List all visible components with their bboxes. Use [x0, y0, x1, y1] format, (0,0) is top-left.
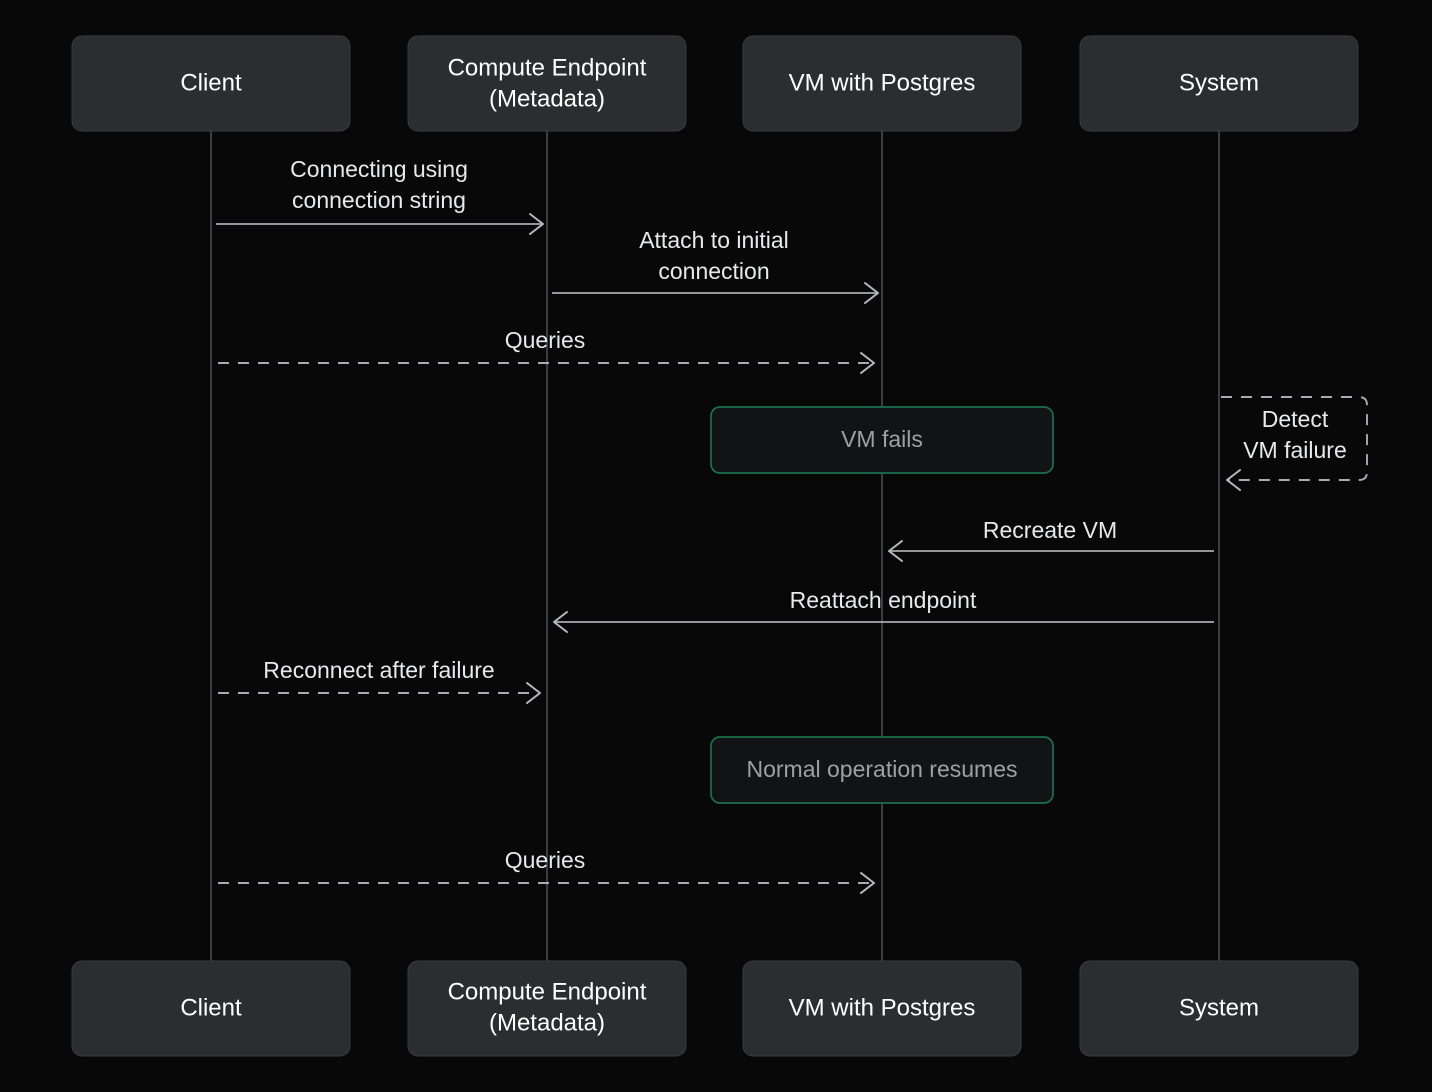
message-label-m3: Queries — [505, 327, 586, 353]
lifelines — [210, 128, 1220, 963]
actor-footer-system[interactable]: System — [1079, 960, 1359, 1057]
message-queries-first[interactable]: Queries — [218, 327, 875, 374]
actor-label-compute-endpoint-line1: Compute Endpoint — [448, 54, 647, 81]
actor-footer-compute-endpoint[interactable]: Compute Endpoint (Metadata) — [407, 960, 687, 1057]
note-label-vm-fails: VM fails — [841, 426, 923, 452]
message-label-m2-line1: Attach to initial — [639, 227, 789, 253]
actor-box-compute-endpoint-bottom[interactable] — [407, 960, 687, 1057]
actor-label-system: System — [1179, 69, 1259, 96]
self-message-detect-vm-failure[interactable]: Detect VM failure — [1221, 396, 1368, 491]
actor-header-client[interactable]: Client — [71, 35, 351, 132]
arrow-head-right-icon — [864, 282, 879, 304]
note-box-vm-fails — [710, 406, 1054, 474]
arrow-head-left-icon — [1226, 469, 1241, 491]
message-label-m5: Reattach endpoint — [790, 587, 977, 613]
message-label-m1-line1: Connecting using — [290, 156, 468, 182]
self-message-line-s1 — [1221, 396, 1368, 481]
actor-label-compute-endpoint-bottom-line2: (Metadata) — [489, 1009, 605, 1036]
note-normal-operation-resumes: Normal operation resumes — [710, 736, 1054, 804]
note-box-normal-operation-resumes — [710, 736, 1054, 804]
arrow-head-right-icon — [860, 872, 875, 894]
message-reattach-endpoint[interactable]: Reattach endpoint — [553, 587, 1214, 633]
message-connecting-using-connection-string[interactable]: Connecting using connection string — [216, 156, 544, 235]
actor-footer-vm-postgres[interactable]: VM with Postgres — [742, 960, 1022, 1057]
message-label-m1-line2: connection string — [292, 187, 466, 213]
actor-header-system[interactable]: System — [1079, 35, 1359, 132]
actor-footer-client[interactable]: Client — [71, 960, 351, 1057]
actor-box-vm-postgres-bottom[interactable] — [742, 960, 1022, 1057]
actor-label-client: Client — [180, 69, 242, 96]
self-message-label-s1-line1: Detect — [1262, 406, 1329, 432]
message-queries-second[interactable]: Queries — [218, 847, 875, 894]
actor-label-compute-endpoint-bottom-line1: Compute Endpoint — [448, 978, 647, 1005]
message-label-m6: Reconnect after failure — [263, 657, 494, 683]
arrow-head-right-icon — [529, 213, 544, 235]
arrow-head-left-icon — [888, 540, 903, 562]
actor-box-client[interactable] — [71, 35, 351, 132]
message-attach-to-initial-connection[interactable]: Attach to initial connection — [552, 227, 879, 304]
actor-label-vm-postgres: VM with Postgres — [789, 69, 976, 96]
arrow-head-right-icon — [860, 352, 875, 374]
actor-box-compute-endpoint[interactable] — [407, 35, 687, 132]
actor-box-system[interactable] — [1079, 35, 1359, 132]
arrow-head-left-icon — [553, 611, 568, 633]
self-message-label-s1-line2: VM failure — [1243, 437, 1347, 463]
actor-box-vm-postgres[interactable] — [742, 35, 1022, 132]
message-recreate-vm[interactable]: Recreate VM — [888, 517, 1214, 562]
actor-header-compute-endpoint[interactable]: Compute Endpoint (Metadata) — [407, 35, 687, 132]
message-label-m7: Queries — [505, 847, 586, 873]
note-label-normal-operation-resumes: Normal operation resumes — [746, 756, 1017, 782]
message-label-m2-line2: connection — [658, 258, 769, 284]
message-label-m4: Recreate VM — [983, 517, 1117, 543]
actor-label-vm-postgres-bottom: VM with Postgres — [789, 994, 976, 1021]
actor-label-system-bottom: System — [1179, 994, 1259, 1021]
actor-label-compute-endpoint-line2: (Metadata) — [489, 85, 605, 112]
arrow-head-right-icon — [526, 682, 541, 704]
actor-box-client-bottom[interactable] — [71, 960, 351, 1057]
actor-box-system-bottom[interactable] — [1079, 960, 1359, 1057]
actor-header-vm-postgres[interactable]: VM with Postgres — [742, 35, 1022, 132]
actor-label-client-bottom: Client — [180, 994, 242, 1021]
note-vm-fails: VM fails — [710, 406, 1054, 474]
message-reconnect-after-failure[interactable]: Reconnect after failure — [218, 657, 541, 704]
